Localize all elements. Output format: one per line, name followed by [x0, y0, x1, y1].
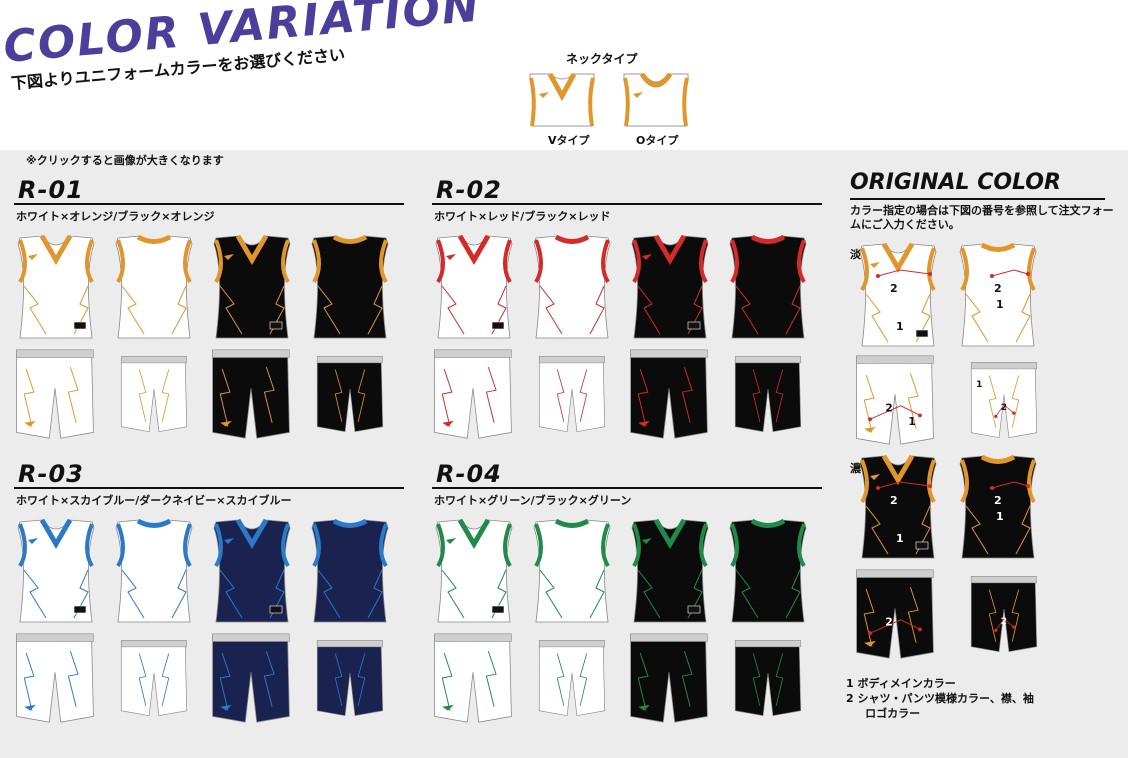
svg-text:1: 1 [976, 380, 982, 390]
jersey-dark-back[interactable] [726, 516, 810, 626]
jersey-white-back[interactable] [530, 232, 614, 342]
variation-code: R-03 [18, 460, 84, 488]
svg-text:2: 2 [1001, 403, 1007, 413]
shorts-white-front[interactable] [428, 346, 518, 442]
jersey-dark-front[interactable] [210, 516, 294, 626]
legend-item-1: 1 ボディメインカラー [846, 677, 956, 690]
variation-divider [432, 203, 822, 205]
original-light-jersey-back[interactable]: 21 [956, 240, 1040, 350]
v-neck-label: Vタイプ [548, 134, 590, 147]
original-light-jersey-front[interactable]: 21 [856, 240, 940, 350]
original-dark-jersey-front[interactable]: 21 [856, 452, 940, 562]
legend: 1 ボディメインカラー 2 シャツ・パンツ模様カラー、襟、袖 ロゴカラー [846, 676, 1034, 721]
original-dark-jersey-back[interactable]: 21 [956, 452, 1040, 562]
svg-text:1: 1 [996, 510, 1004, 523]
legend-item-2-cont: ロゴカラー [846, 707, 921, 720]
variation-code: R-04 [436, 460, 502, 488]
shorts-dark-front[interactable] [206, 630, 296, 726]
shorts-white-front[interactable] [10, 630, 100, 726]
svg-text:2: 2 [1001, 617, 1007, 627]
original-light-shorts-front[interactable]: 21 [850, 352, 940, 448]
original-dark-shorts-back[interactable]: 2 [968, 566, 1040, 662]
jersey-dark-front[interactable] [628, 516, 712, 626]
shorts-white-back[interactable] [536, 630, 608, 726]
shorts-dark-back[interactable] [314, 346, 386, 442]
svg-text:2: 2 [885, 403, 892, 415]
jersey-white-back[interactable] [112, 232, 196, 342]
svg-text:1: 1 [996, 298, 1004, 311]
shorts-white-back[interactable] [536, 346, 608, 442]
original-light-shorts-back[interactable]: 21 [968, 352, 1040, 448]
neck-type-title: ネックタイプ [566, 52, 638, 66]
o-neck-icon [623, 72, 689, 127]
original-color-description: カラー指定の場合は下図の番号を参照して注文フォームにご入力ください。 [850, 204, 1114, 231]
svg-text:1: 1 [908, 416, 915, 428]
shorts-dark-back[interactable] [732, 346, 804, 442]
shorts-white-front[interactable] [10, 346, 100, 442]
jersey-dark-front[interactable] [628, 232, 712, 342]
jersey-white-front[interactable] [432, 232, 516, 342]
original-color-divider [850, 198, 1105, 200]
svg-text:2: 2 [994, 494, 1002, 507]
shorts-white-back[interactable] [118, 346, 190, 442]
variation-divider [14, 203, 404, 205]
jersey-white-front[interactable] [14, 516, 98, 626]
jersey-dark-front[interactable] [210, 232, 294, 342]
variation-description: ホワイト×オレンジ/ブラック×オレンジ [16, 210, 215, 223]
variation-code: R-02 [436, 176, 502, 204]
dark-tone-label: 濃 [850, 462, 861, 475]
svg-text:2: 2 [994, 282, 1002, 295]
shorts-dark-back[interactable] [314, 630, 386, 726]
jersey-dark-back[interactable] [308, 516, 392, 626]
variation-divider [432, 487, 822, 489]
shorts-dark-front[interactable] [206, 346, 296, 442]
variation-divider [14, 487, 404, 489]
variation-description: ホワイト×グリーン/ブラック×グリーン [434, 494, 632, 507]
svg-text:1: 1 [896, 532, 904, 545]
shorts-dark-front[interactable] [624, 346, 714, 442]
o-neck-label: Oタイプ [636, 134, 679, 147]
svg-text:2: 2 [890, 494, 898, 507]
shorts-dark-front[interactable] [624, 630, 714, 726]
click-note: ※クリックすると画像が大きくなります [26, 154, 224, 167]
svg-text:1: 1 [896, 320, 904, 333]
variation-code: R-01 [18, 176, 84, 204]
jersey-white-back[interactable] [530, 516, 614, 626]
shorts-white-front[interactable] [428, 630, 518, 726]
original-color-title: ORIGINAL COLOR [850, 170, 1061, 195]
jersey-dark-back[interactable] [308, 232, 392, 342]
svg-text:2: 2 [890, 282, 898, 295]
shorts-white-back[interactable] [118, 630, 190, 726]
legend-item-2: 2 シャツ・パンツ模様カラー、襟、袖 [846, 692, 1034, 705]
jersey-white-back[interactable] [112, 516, 196, 626]
neck-type-illustration [529, 72, 689, 127]
variation-description: ホワイト×スカイブルー/ダークネイビー×スカイブルー [16, 494, 292, 507]
svg-text:2: 2 [885, 617, 892, 629]
jersey-white-front[interactable] [14, 232, 98, 342]
original-dark-shorts-front[interactable]: 2 [850, 566, 940, 662]
v-neck-icon [529, 72, 595, 127]
light-tone-label: 淡 [850, 248, 861, 261]
shorts-dark-back[interactable] [732, 630, 804, 726]
jersey-white-front[interactable] [432, 516, 516, 626]
variation-description: ホワイト×レッド/ブラック×レッド [434, 210, 611, 223]
jersey-dark-back[interactable] [726, 232, 810, 342]
